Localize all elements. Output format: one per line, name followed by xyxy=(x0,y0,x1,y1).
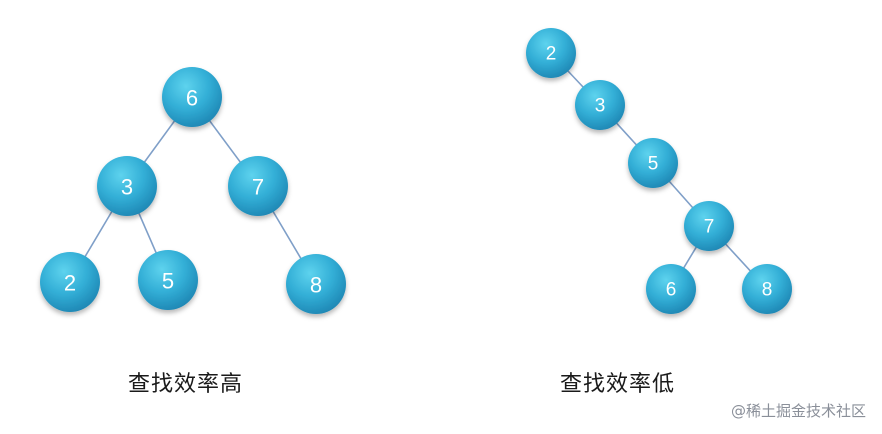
node-circle xyxy=(138,250,198,310)
node-label: 3 xyxy=(595,96,606,117)
tree-node-balanced-2: 2 xyxy=(40,252,100,312)
node-circle xyxy=(684,201,734,251)
node-circle xyxy=(286,254,346,314)
node-circle xyxy=(228,156,288,216)
node-label: 7 xyxy=(704,217,715,238)
node-circle xyxy=(40,252,100,312)
tree-node-skewed-5: 5 xyxy=(628,138,678,188)
node-label: 7 xyxy=(252,175,264,200)
node-circle xyxy=(742,264,792,314)
tree-node-balanced-7: 7 xyxy=(228,156,288,216)
node-label: 2 xyxy=(64,271,76,296)
tree-node-skewed-3: 3 xyxy=(575,80,625,130)
tree-node-balanced-8: 8 xyxy=(286,254,346,314)
tree-node-balanced-6: 6 xyxy=(162,67,222,127)
tree-node-skewed-6: 6 xyxy=(646,264,696,314)
tree-node-skewed-7: 7 xyxy=(684,201,734,251)
node-label: 6 xyxy=(666,280,677,301)
node-circle xyxy=(97,156,157,216)
caption-balanced-tree: 查找效率高 xyxy=(128,372,244,397)
node-label: 5 xyxy=(162,269,174,294)
node-label: 6 xyxy=(186,86,198,111)
tree-node-balanced-3: 3 xyxy=(97,156,157,216)
node-circle xyxy=(628,138,678,188)
node-label: 8 xyxy=(310,273,322,298)
nodes-layer: 6 3 7 2 5 8 2 3 5 7 6 8 xyxy=(40,28,792,314)
node-circle xyxy=(646,264,696,314)
node-label: 2 xyxy=(546,44,557,65)
watermark: @稀土掘金技术社区 xyxy=(730,402,866,420)
node-label: 5 xyxy=(648,154,659,175)
tree-node-skewed-2: 2 xyxy=(526,28,576,78)
node-label: 3 xyxy=(121,175,133,200)
tree-node-skewed-8: 8 xyxy=(742,264,792,314)
tree-node-balanced-5: 5 xyxy=(138,250,198,310)
caption-skewed-tree: 查找效率低 xyxy=(560,372,676,397)
node-circle xyxy=(526,28,576,78)
node-circle xyxy=(575,80,625,130)
node-label: 8 xyxy=(762,280,773,301)
node-circle xyxy=(162,67,222,127)
